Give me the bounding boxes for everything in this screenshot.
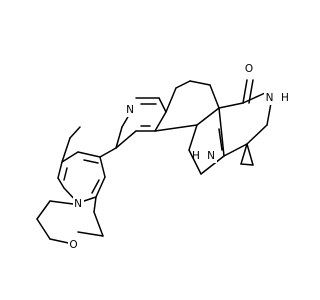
bond [246, 124, 268, 145]
bond [223, 143, 248, 157]
cyclopropane-ring [240, 143, 254, 166]
bond [36, 200, 51, 220]
bond [93, 196, 97, 213]
oxazine-nitrogen-label: N [74, 198, 82, 210]
bond [175, 80, 191, 89]
bond [57, 177, 65, 189]
bond [188, 149, 202, 175]
bond [95, 176, 106, 198]
bond [188, 124, 198, 151]
oxazine-oxygen-label: O [69, 239, 77, 251]
bond [69, 126, 81, 139]
carbonyl-oxygen-label: O [245, 63, 253, 75]
bond [63, 167, 68, 181]
bond [154, 124, 198, 132]
bond [93, 211, 104, 237]
bond [77, 231, 104, 237]
bond [218, 107, 225, 157]
bond [218, 102, 244, 109]
pyrrole-hydrogen-label: H [192, 150, 200, 162]
bond [49, 200, 74, 205]
bond [248, 79, 254, 104]
bond [266, 102, 272, 126]
bond [91, 179, 100, 194]
bond [209, 84, 220, 109]
pyridine-ring [115, 97, 167, 149]
bond [57, 161, 63, 179]
lactam-hydrogen-label: H [281, 92, 289, 104]
bond [242, 79, 248, 104]
bond [115, 130, 137, 149]
bond [115, 126, 123, 149]
central-fused-rings [154, 80, 244, 175]
bond [99, 156, 106, 178]
bond [240, 143, 248, 165]
bond [61, 151, 79, 163]
lactam-nitrogen-label: N [266, 92, 274, 104]
bond [83, 159, 99, 164]
bond [246, 143, 254, 166]
molecule-canvas: O N H N N H O N [36, 62, 289, 252]
atom-labels: O N H N N H O N [68, 62, 289, 252]
bond [61, 137, 71, 163]
pyridine-nitrogen-label: N [126, 104, 134, 116]
bond [196, 107, 220, 126]
bond [77, 151, 101, 158]
benzoxazine-ring-system [36, 126, 106, 245]
bond [218, 128, 223, 151]
bond [189, 80, 211, 86]
lactam-ring [223, 79, 272, 157]
bond [165, 87, 177, 113]
bond [154, 111, 167, 132]
biaryl-bond [99, 147, 117, 158]
bond [36, 218, 51, 240]
bond [240, 163, 254, 166]
chemical-structure-drawing: O N H N N H O N [36, 62, 289, 252]
bond [158, 97, 167, 113]
bond [242, 92, 266, 104]
bond [200, 155, 225, 175]
pyrrole-nitrogen-label: N [207, 150, 215, 162]
